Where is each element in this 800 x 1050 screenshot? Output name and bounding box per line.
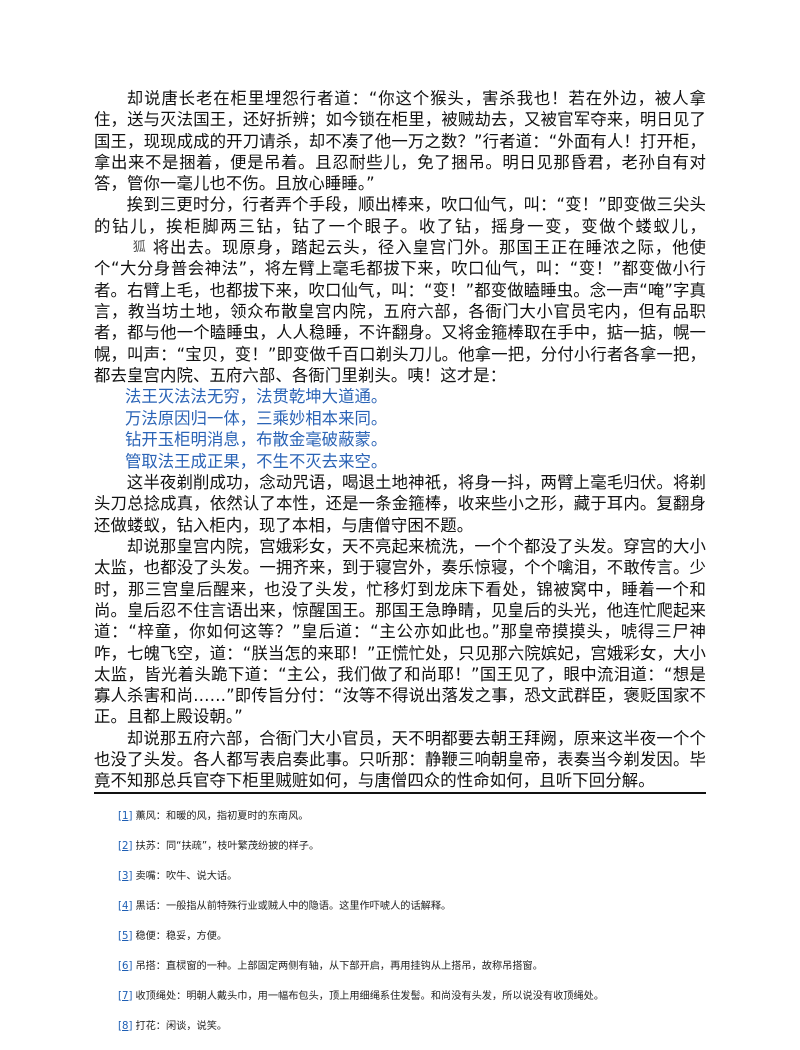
footnote: [8]打花：闲谈，说笑。 <box>118 1020 706 1034</box>
paragraph: 这半夜剃削成功，念动咒语，喝退土地神祇，将身一抖，两臂上毫毛归伏。将剃头刀总捻成… <box>94 473 706 535</box>
footnote: [1]薰风：和暖的风，指初夏时的东南风。 <box>118 810 706 824</box>
paragraph: 却说那皇宫内院，宫娥彩女，天不亮起来梳洗，一个个都没了头发。穿宫的大小太监，也都… <box>94 537 706 727</box>
main-text: 却说唐长老在柜里埋怨行者道：“你这个猴头，害杀我也！若在外边，被人拿住，送与灭法… <box>94 88 706 792</box>
footnote-link[interactable]: [1] <box>118 810 133 822</box>
footnote-link[interactable]: [6] <box>118 960 133 972</box>
paragraph: 却说唐长老在柜里埋怨行者道：“你这个猴头，害杀我也！若在外边，被人拿住，送与灭法… <box>94 89 706 194</box>
poem-line: 法王灭法法无穷，法贯乾坤大道通。 <box>125 387 388 407</box>
footnote-link[interactable]: [2] <box>118 840 133 852</box>
footnote-text: 稳便：稳妥，方便。 <box>135 930 228 942</box>
footnote: [4]黑话：一般指从前特殊行业或贼人中的隐语。这里作吓唬人的话解释。 <box>118 900 706 914</box>
paragraph: 挨到三更时分，行者弄个手段，顺出棒来，吹口仙气，叫：“变！”即变做三尖头的钻儿，… <box>94 194 706 386</box>
poem: 法王灭法法无穷，法贯乾坤大道通。 万法原因归一体，三乘妙相本来同。 钻开玉柜明消… <box>94 386 706 472</box>
document-page: 却说唐长老在柜里埋怨行者道：“你这个猴头，害杀我也！若在外边，被人拿住，送与灭法… <box>94 88 706 1050</box>
footnote-link[interactable]: [5] <box>118 930 133 942</box>
paragraph-text: 挨到三更时分，行者弄个手段，顺出棒来，吹口仙气，叫：“变！”即变做三尖头的钻儿，… <box>94 195 706 236</box>
footnote-link[interactable]: [4] <box>118 900 133 912</box>
footnotes: [1]薰风：和暖的风，指初夏时的东南风。 [2]扶苏：同“扶疏”，枝叶繁茂纷披的… <box>94 810 706 1034</box>
footnote-link[interactable]: [8] <box>118 1020 133 1032</box>
poem-line: 钻开玉柜明消息，布散金毫破蔽蒙。 <box>125 430 388 450</box>
footnote: [2]扶苏：同“扶疏”，枝叶繁茂纷披的样子。 <box>118 840 706 854</box>
footnote: [6]吊搭：直棂窗的一种。上部固定两侧有轴，从下部开启，再用挂钩从上搭吊，故称吊… <box>118 960 706 974</box>
paragraph: 却说那五府六部，合衙门大小官员，天不明都要去朝王拜阙，原来这半夜一个个也没了头发… <box>94 728 706 791</box>
footnote-link[interactable]: [3] <box>118 870 133 882</box>
footnote: [7]收顶绳处：明朝人戴头巾，用一幅布包头，顶上用细绳系住发髻。和尚没有头发，所… <box>118 990 706 1004</box>
footnote-text: 薰风：和暖的风，指初夏时的东南风。 <box>135 810 309 822</box>
footnote-text: 卖嘴：吹牛、说大话。 <box>135 870 238 882</box>
footnote-text: 收顶绳处：明朝人戴头巾，用一幅布包头，顶上用细绳系住发髻。和尚没有头发，所以说没… <box>135 990 605 1002</box>
footnote-text: 打花：闲谈，说笑。 <box>135 1020 228 1032</box>
footnote: [5]稳便：稳妥，方便。 <box>118 930 706 944</box>
footnote: [3]卖嘴：吹牛、说大话。 <box>118 870 706 884</box>
footnote-text: 吊搭：直棂窗的一种。上部固定两侧有轴，从下部开启，再用挂钩从上搭吊，故称吊搭窗。 <box>135 960 543 972</box>
inline-character-image: 狐 <box>132 240 146 256</box>
paragraph-text: 将出去。现原身，踏起云头，径入皇宫门外。那国王正在睡浓之际，他使个“大分身普会神… <box>94 238 706 385</box>
poem-line: 万法原因归一体，三乘妙相本来同。 <box>125 408 388 428</box>
footnote-link[interactable]: [7] <box>118 990 133 1002</box>
footnote-divider <box>94 791 706 794</box>
poem-line: 管取法王成正果，不生不灭去来空。 <box>125 451 388 471</box>
footnote-text: 扶苏：同“扶疏”，枝叶繁茂纷披的样子。 <box>135 840 320 852</box>
footnote-text: 黑话：一般指从前特殊行业或贼人中的隐语。这里作吓唬人的话解释。 <box>135 900 452 912</box>
